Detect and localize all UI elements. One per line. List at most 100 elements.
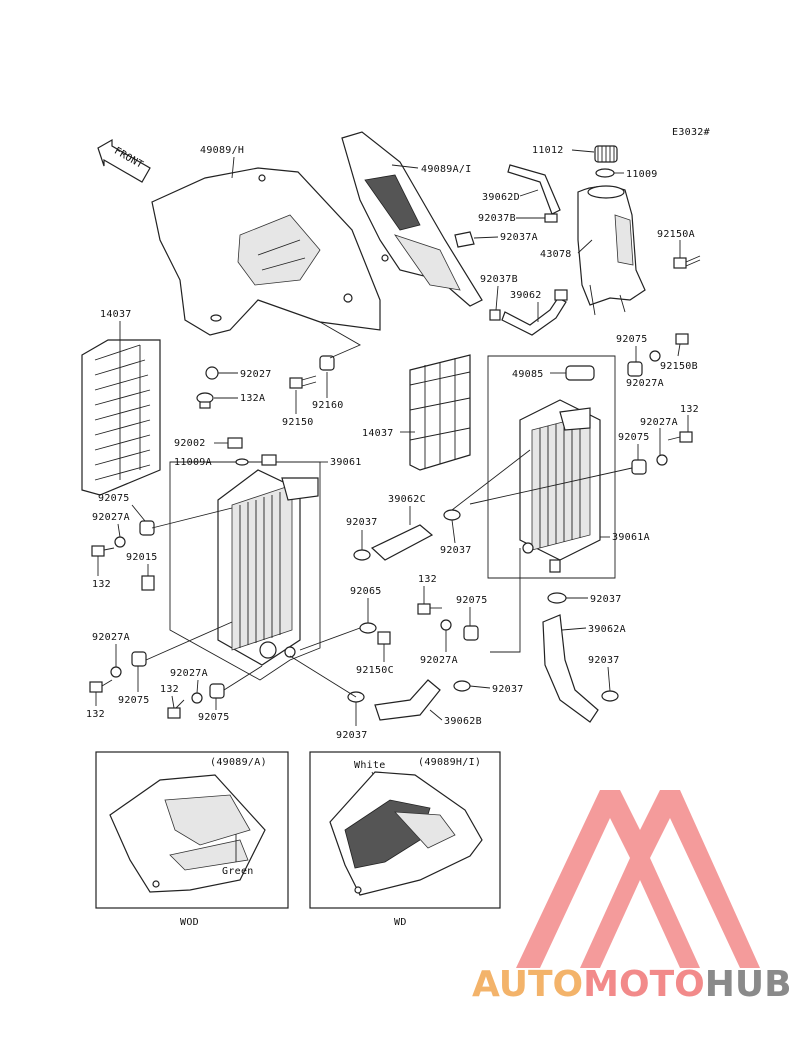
clamp-92037-a2 (601, 690, 619, 702)
watermark-part-hub: HUB (705, 964, 792, 1005)
callout-14037-left: 14037 (100, 309, 132, 320)
bolt-132-right (667, 431, 693, 443)
callout-92027a-4: 92027A (92, 632, 130, 643)
grommet-92027a-right (656, 454, 668, 466)
nut-92015 (141, 575, 155, 591)
callout-39062: 39062 (510, 290, 542, 301)
grommet-92075-right (631, 459, 647, 475)
callout-92075-5: 92075 (118, 695, 150, 706)
callout-132-3: 132 (418, 574, 437, 585)
clamp-92037-a1 (547, 592, 567, 604)
callout-92075-3: 92075 (98, 493, 130, 504)
leader-clamp-b1 (289, 655, 357, 698)
leader-92075-center (490, 548, 521, 653)
front-arrow-icon: FRONT (97, 138, 151, 183)
callout-39062a: 39062A (588, 624, 626, 635)
callout-43078: 43078 (540, 249, 572, 260)
leader-left-grommet (151, 507, 233, 529)
hose-39062a (542, 614, 599, 723)
grommet-92075-bottom (209, 683, 225, 699)
callout-92037-2: 92037 (440, 545, 472, 556)
callouts: 49089/H 49089A/I 11012 11009 39062D 9203… (86, 145, 699, 741)
inset-right: (49089H/I) White WD (309, 751, 501, 928)
drain-plug-92002 (227, 437, 243, 449)
radiator-shroud-left (151, 167, 381, 336)
radiator-left (217, 454, 319, 666)
callout-132a: 132A (240, 393, 265, 404)
diagram-ref-code: E3032# (672, 127, 710, 138)
callout-14037-middle: 14037 (362, 428, 394, 439)
inset-left-caption: WOD (180, 917, 199, 928)
grommet-92027a-bottom (191, 692, 203, 704)
callout-11009: 11009 (626, 169, 658, 180)
leader-lower-left (145, 621, 233, 661)
clamp-92037b-upper (544, 213, 558, 223)
watermark-text: AUTOMOTOHUB (472, 964, 792, 1005)
callout-92037-1: 92037 (346, 517, 378, 528)
clamp-92037-c1 (353, 549, 371, 561)
tank-cap (594, 145, 618, 163)
inset-right-caption: WD (394, 917, 407, 928)
callout-39061: 39061 (330, 457, 362, 468)
callout-92037-3: 92037 (590, 594, 622, 605)
callout-132-4: 132 (160, 684, 179, 695)
callout-92027a-1: 92027A (626, 378, 664, 389)
callout-132-5: 132 (86, 709, 105, 720)
tank-hose-lower (501, 297, 567, 336)
callout-92037-5: 92037 (492, 684, 524, 695)
callout-92027a-3: 92027A (92, 512, 130, 523)
callout-92027a-6: 92027A (170, 668, 208, 679)
hose-39062b (374, 679, 441, 721)
callout-92065: 92065 (350, 586, 382, 597)
leader-92065 (299, 627, 361, 651)
callout-92015: 92015 (126, 552, 158, 563)
bolt-132-lower-left (89, 679, 113, 693)
grommet-92075-left (139, 520, 155, 536)
callout-92002: 92002 (174, 438, 206, 449)
watermark-part-auto: AUTO (472, 964, 583, 1005)
grommet-92027a-lower-left (110, 666, 122, 678)
grommet-92027a-center (440, 619, 452, 631)
callout-92027-1: 92027 (240, 369, 272, 380)
callout-92075-4: 92075 (456, 595, 488, 606)
watermark-logo-icon (516, 790, 760, 968)
callout-39062b: 39062B (444, 716, 482, 727)
callout-92075-2: 92075 (618, 432, 650, 443)
collar-92160 (319, 355, 335, 371)
leader-bottom (223, 665, 263, 691)
callout-92160: 92160 (312, 400, 344, 411)
callout-92075-1: 92075 (616, 334, 648, 345)
bolt-132-bottom (167, 699, 185, 719)
callout-92027a-2: 92027A (640, 417, 678, 428)
grommet-92027 (205, 366, 219, 380)
grommet-92075-lower-left (131, 651, 147, 667)
grommet-92075-center (463, 625, 479, 641)
clamp-92037b-lower (489, 309, 501, 321)
inset-left-color: Green (222, 866, 254, 877)
bolt-92150c (377, 631, 391, 645)
bolt-92150b (675, 333, 689, 357)
watermark-part-moto: MOTO (583, 964, 705, 1005)
callout-132-2: 132 (92, 579, 111, 590)
cap-49085 (565, 365, 595, 381)
cap-gasket (595, 168, 615, 178)
callout-92075-6: 92075 (198, 712, 230, 723)
callout-92150a: 92150A (657, 229, 695, 240)
callout-39061a: 39061A (612, 532, 650, 543)
clamp-92037b-tank (554, 289, 568, 301)
callout-11012: 11012 (532, 145, 564, 156)
bolt-132a (196, 392, 214, 409)
clamp-92037-c2 (443, 509, 461, 521)
radiator-louver-left (81, 339, 161, 496)
hose-39062c (370, 524, 434, 561)
callout-49085: 49085 (512, 369, 544, 380)
callout-92037a-1: 92037A (500, 232, 538, 243)
clamp-92037a (454, 231, 475, 248)
callout-92027a-5: 92027A (420, 655, 458, 666)
grommet-92027a-upper-right (649, 350, 661, 362)
radiator-right-frame (487, 355, 616, 579)
callout-39062c: 39062C (388, 494, 426, 505)
inset-right-color: White (354, 760, 386, 771)
